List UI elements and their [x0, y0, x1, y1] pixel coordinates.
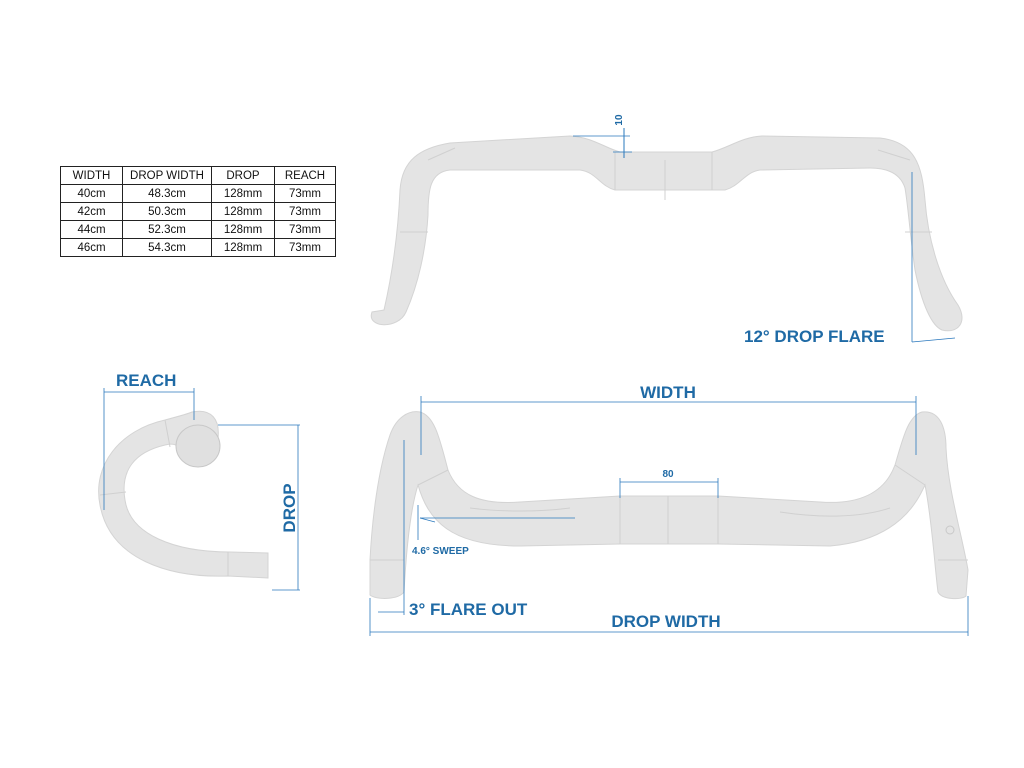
drop-width-label: DROP WIDTH: [611, 612, 720, 631]
drop-flare-label: 12° DROP FLARE: [744, 327, 885, 346]
clamp-label: 80: [662, 469, 674, 480]
rise-label: 10: [614, 114, 625, 126]
geometry-table: WIDTH DROP WIDTH DROP REACH 40cm 48.3cm …: [60, 166, 336, 257]
flare-out-dimension: 3° FLARE OUT: [378, 440, 528, 619]
table-cell: 128mm: [211, 238, 275, 257]
sweep-angle-line: [419, 517, 436, 523]
drop-label: DROP: [280, 483, 299, 532]
side-view-handlebar: [98, 410, 269, 579]
clamp-section: [175, 424, 221, 468]
front-view-seam: [417, 464, 926, 486]
side-view-tube: [98, 410, 269, 579]
table-cell: 40cm: [60, 184, 123, 203]
width-dimension: WIDTH: [420, 383, 917, 455]
top-view-seam: [877, 149, 911, 161]
drop-flare-arc: [911, 337, 956, 343]
drop-flare-dimension: 12° DROP FLARE: [744, 172, 956, 346]
table-cell: 44cm: [60, 220, 123, 239]
reach-dimension: REACH: [103, 371, 195, 510]
cable-port: [945, 525, 955, 535]
table-cell: 54.3cm: [122, 238, 212, 257]
front-view-handlebar: [369, 411, 969, 600]
front-view-seam: [469, 507, 891, 517]
rise-dimension: 10: [573, 114, 632, 158]
front-view-tube: [369, 411, 969, 600]
top-view-seam: [427, 147, 456, 161]
top-view-seam: [614, 152, 713, 200]
flare-out-label: 3° FLARE OUT: [409, 600, 528, 619]
front-view-seam: [619, 496, 719, 544]
sweep-dimension: 4.6° SWEEP: [412, 505, 575, 557]
table-cell: 73mm: [274, 238, 336, 257]
table-row: 42cm 50.3cm 128mm 73mm: [60, 202, 336, 221]
table-row: 46cm 54.3cm 128mm 73mm: [60, 238, 336, 257]
table-header-row: WIDTH DROP WIDTH DROP REACH: [60, 166, 336, 185]
top-view-handlebar: [370, 135, 963, 332]
sweep-label: 4.6° SWEEP: [412, 546, 469, 557]
clamp-dimension: 80: [619, 469, 719, 498]
width-label: WIDTH: [640, 383, 696, 402]
table-row: 44cm 52.3cm 128mm 73mm: [60, 220, 336, 239]
drop-width-dimension: DROP WIDTH: [369, 596, 969, 636]
table-cell: 73mm: [274, 220, 336, 239]
table-cell: 46cm: [60, 238, 123, 257]
drop-dimension: DROP: [218, 424, 300, 591]
reach-label: REACH: [116, 371, 176, 390]
top-view-tube: [370, 135, 963, 332]
